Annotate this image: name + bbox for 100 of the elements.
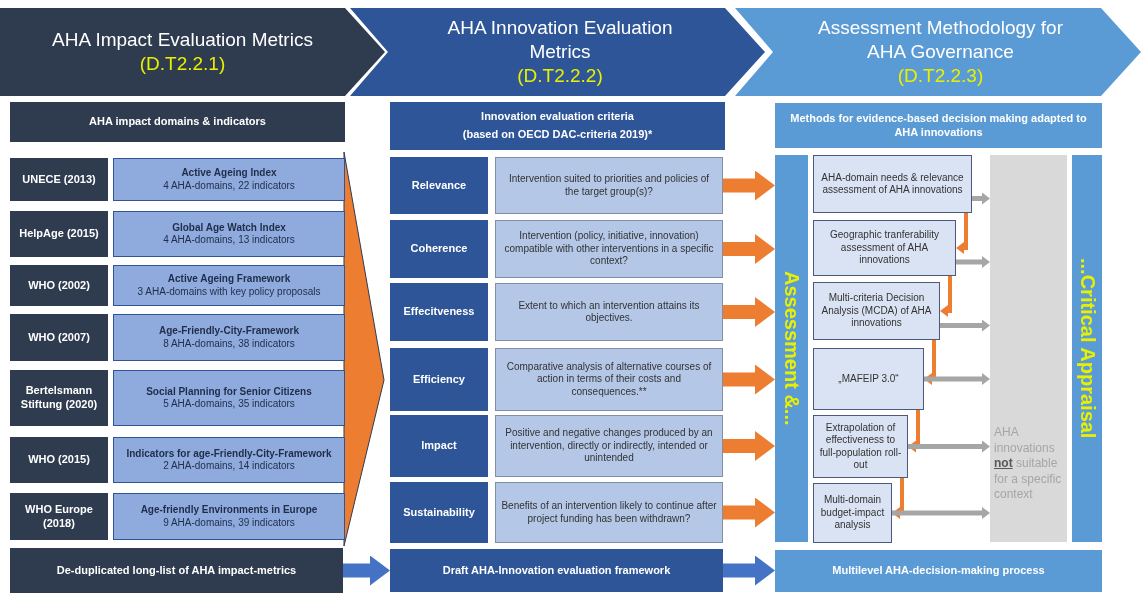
arrow xyxy=(343,555,390,586)
index-box xyxy=(113,314,345,361)
index-box xyxy=(113,370,345,426)
arrow xyxy=(908,440,990,453)
label-box xyxy=(390,102,725,150)
arrow xyxy=(940,276,952,317)
label-box xyxy=(10,314,108,361)
box-label: Geographic tranferability assessment of AHA innovations xyxy=(829,229,940,267)
label-box xyxy=(10,493,108,540)
box-label: „MAFEIP 3.0“ xyxy=(838,372,899,386)
label-box xyxy=(390,348,488,411)
vertical-label: Assessment &... xyxy=(780,271,804,426)
label-box xyxy=(390,482,488,543)
box-label: Intervention (policy, initiative, innovation) compatible with other interventions in a specific context? xyxy=(503,230,715,268)
method-box xyxy=(813,348,924,410)
arrow xyxy=(892,507,990,519)
box-subtext: 8 AHA-domains, 38 indicators xyxy=(163,337,295,350)
deliverable-code: (D.T2.2.2) xyxy=(517,63,603,88)
box-heading: Social Planning for Senior Citizens xyxy=(146,385,312,398)
chevron-banner xyxy=(0,8,385,96)
criterion-box xyxy=(495,283,723,341)
box-label: Methods for evidence-based decision making adapted to AHA innovations xyxy=(789,111,1088,140)
criterion-box xyxy=(495,220,723,278)
box-heading: Active Ageing Framework xyxy=(167,273,291,286)
box-label: Extent to which an intervention attains its objectives. xyxy=(517,299,701,325)
criterion-box xyxy=(495,415,723,477)
arrow xyxy=(924,373,990,385)
label-box xyxy=(390,283,488,341)
chevron-banner xyxy=(350,8,765,96)
criterion-box xyxy=(495,482,723,543)
box-label: Bertelsmann Stiftung (2020) xyxy=(19,384,99,412)
vertical-bar xyxy=(1072,155,1102,542)
box-heading: Age-Friendly-City-Framework xyxy=(159,325,299,338)
box-subtext: 9 AHA-domains, 39 indicators xyxy=(163,516,295,529)
box-heading: Age-friendly Environments in Europe xyxy=(140,504,318,517)
box-heading: Global Age Watch Index xyxy=(172,221,286,234)
box-label: De-duplicated long-list of AHA impact-metrics xyxy=(56,563,297,578)
box-heading: Indicators for age-Friendly-City-Framework xyxy=(126,447,332,460)
box-label: Extrapolation of effectiveness to full-population roll-out xyxy=(819,421,902,472)
box-label: WHO (2007) xyxy=(28,330,90,345)
deliverable-code: (D.T2.2.3) xyxy=(897,63,984,88)
criterion-box xyxy=(495,348,723,411)
label-box xyxy=(390,220,488,278)
deliverable-code: (D.T2.2.1) xyxy=(139,52,226,76)
label-box xyxy=(775,103,1102,148)
arrow xyxy=(972,192,990,205)
box-label: WHO (2015) xyxy=(28,453,90,467)
banner-title: AHA Impact Evaluation Metrics xyxy=(52,28,313,52)
label-box xyxy=(390,415,488,477)
box-subtext: 5 AHA-domains, 35 indicators xyxy=(163,398,295,411)
label-box xyxy=(10,437,108,483)
box-subtext: (based on OECD DAC-criteria 2019)* xyxy=(462,128,653,142)
method-box xyxy=(813,220,956,276)
label-box xyxy=(10,102,345,142)
arrow xyxy=(956,213,968,254)
banner-title: AHA Innovation Evaluation Metrics xyxy=(446,16,674,64)
box-label: Coherence xyxy=(410,242,468,256)
excluded-area xyxy=(990,155,1067,542)
arrow xyxy=(723,497,775,528)
index-box xyxy=(113,158,345,201)
index-box xyxy=(113,493,345,540)
arrow xyxy=(940,319,990,332)
box-label: Sustainability xyxy=(403,505,475,520)
method-box xyxy=(813,415,908,478)
box-label: Benefits of an intervention likely to continue after project funding has been withdrawn? xyxy=(501,500,717,525)
box-heading: Innovation evaluation criteria xyxy=(481,110,634,124)
arrow xyxy=(723,555,775,586)
arrow xyxy=(723,297,775,327)
label-box xyxy=(390,157,488,214)
vertical-bar xyxy=(775,155,808,542)
label-box xyxy=(10,548,343,593)
box-label: UNECE (2013) xyxy=(22,172,96,187)
arrow xyxy=(723,234,775,264)
box-label: Draft AHA-Innovation evaluation framework xyxy=(442,563,671,578)
box-subtext: 4 AHA-domains, 13 indicators xyxy=(163,234,295,247)
method-box xyxy=(813,155,972,213)
vertical-label: ...Critical Appraisal xyxy=(1075,258,1100,439)
arrow xyxy=(723,431,775,461)
arrow xyxy=(956,256,990,268)
banner-title: Assessment Methodology for AHA Governance xyxy=(817,16,1064,64)
chevron-banner xyxy=(735,8,1141,96)
box-heading: Active Ageing Index xyxy=(181,167,277,180)
box-label: Multi-criteria Decision Analysis (MCDA) of AHA innovations xyxy=(820,292,933,330)
box-label: HelpAge (2015) xyxy=(19,227,99,241)
box-label: Multi-domain budget-impact analysis xyxy=(819,494,886,532)
arrow xyxy=(924,340,936,385)
box-subtext: 3 AHA-domains with key policy proposals xyxy=(137,285,321,298)
label-box xyxy=(390,549,723,592)
box-label: Multilevel AHA-decision-making process xyxy=(832,564,1045,578)
method-box xyxy=(813,483,892,543)
label-box xyxy=(10,370,108,426)
label-box xyxy=(10,211,108,257)
box-label: WHO Europe (2018) xyxy=(24,502,94,531)
box-subtext: 4 AHA-domains, 22 indicators xyxy=(163,179,295,192)
index-box xyxy=(113,265,345,306)
box-label: AHA impact domains & indicators xyxy=(89,115,266,129)
criterion-box xyxy=(495,157,723,214)
index-box xyxy=(113,211,345,257)
box-label: Comparative analysis of alternative courses of action in terms of their costs and consequences.** xyxy=(505,360,713,399)
method-box xyxy=(813,282,940,340)
